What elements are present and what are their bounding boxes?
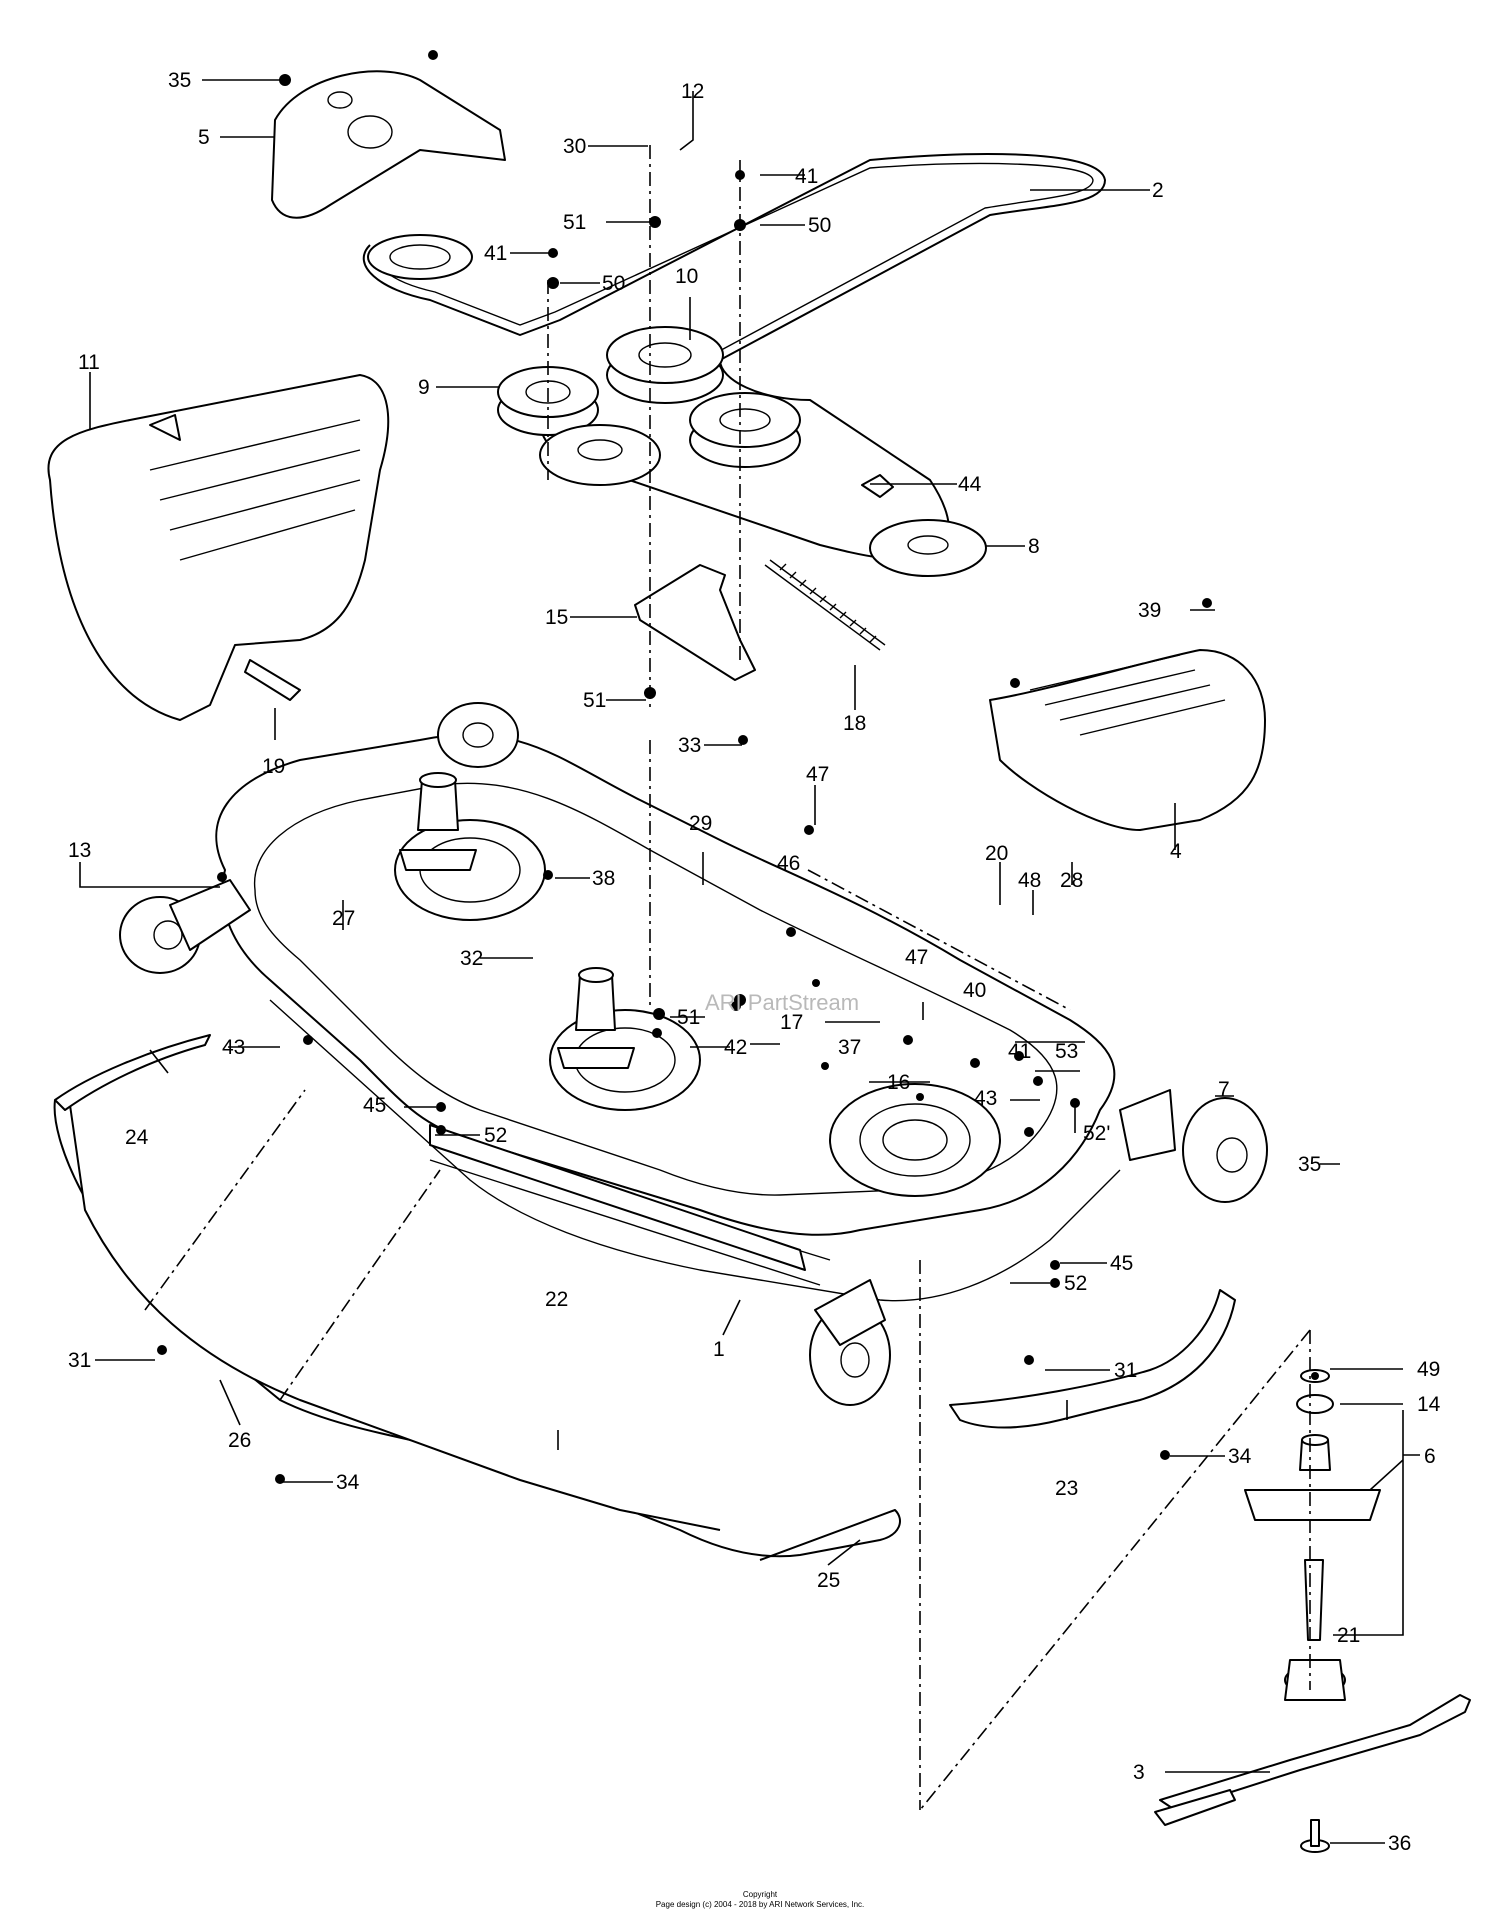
callout-21: 21 (1337, 1624, 1360, 1647)
callout-31a: 31 (68, 1349, 91, 1372)
baffle-23 (949, 1289, 1236, 1429)
callout-39: 39 (1138, 599, 1161, 622)
copyright-line-1: Copyright (743, 1890, 778, 1899)
callout-50b: 50 (602, 272, 625, 295)
callout-52a: 52 (484, 1124, 507, 1147)
callout-48: 48 (1018, 869, 1041, 892)
callout-44: 44 (958, 473, 982, 496)
callout-30: 30 (563, 135, 586, 158)
callout-2: 2 (1152, 179, 1164, 202)
callout-10: 10 (675, 265, 698, 288)
callout-4: 4 (1170, 840, 1182, 863)
pulley-lower-left (539, 424, 661, 486)
callout-36: 36 (1388, 1832, 1411, 1855)
hardware-fasteners (157, 50, 1319, 1484)
spindle-assembly-6 (1244, 1369, 1381, 1701)
callout-41b: 41 (484, 242, 507, 265)
callout-14: 14 (1417, 1393, 1441, 1416)
callout-53: 53 (1055, 1040, 1078, 1063)
callout-23: 23 (1055, 1477, 1078, 1500)
callout-43b: 43 (974, 1087, 997, 1110)
callout-24: 24 (125, 1126, 149, 1149)
front-gauge-wheel-bottom (809, 1279, 891, 1406)
callout-17: 17 (780, 1011, 803, 1034)
callout-49: 49 (1417, 1358, 1440, 1381)
callout-33: 33 (678, 734, 701, 757)
part-callouts: 35 5 30 12 41 2 51 50 41 50 10 9 11 44 8… (68, 69, 1441, 1855)
callout-12: 12 (681, 80, 704, 103)
rear-gauge-wheel-7 (1119, 1089, 1268, 1203)
callout-35a: 35 (168, 69, 191, 92)
blade-bolt-36 (1300, 1819, 1330, 1853)
callout-28: 28 (1060, 869, 1083, 892)
idler-arm-15 (634, 564, 756, 681)
callout-5: 5 (198, 126, 210, 149)
callout-45b: 45 (1110, 1252, 1133, 1275)
spring-19 (244, 659, 301, 701)
pulley-right-stack (689, 392, 801, 468)
belt-cover-11 (47, 374, 390, 721)
callout-40: 40 (963, 979, 986, 1002)
callout-52b: 52' (1083, 1122, 1110, 1145)
callout-41a: 41 (795, 165, 818, 188)
callout-31b: 31 (1114, 1359, 1137, 1382)
callout-34b: 34 (1228, 1445, 1252, 1468)
callout-16: 16 (887, 1071, 910, 1094)
leader-lines (79, 79, 1420, 1844)
callout-41c: 41 (1008, 1040, 1031, 1063)
callout-9: 9 (418, 376, 430, 399)
baffle-front-26 (53, 1099, 901, 1561)
front-gauge-wheel-left (437, 702, 519, 768)
drive-belt (362, 153, 1106, 561)
callout-19: 19 (262, 755, 285, 778)
watermark: ARI PartStream (705, 990, 859, 1015)
callout-26: 26 (228, 1429, 251, 1452)
callout-3: 3 (1133, 1761, 1145, 1784)
callout-50a: 50 (808, 214, 831, 237)
alignment-lines (144, 145, 1311, 1811)
callout-29: 29 (689, 812, 712, 835)
callout-25: 25 (817, 1569, 840, 1592)
spring-18 (764, 559, 886, 651)
callout-47a: 47 (806, 763, 829, 786)
callout-37: 37 (838, 1036, 861, 1059)
baffle-22 (429, 1124, 806, 1271)
callout-42: 42 (724, 1036, 747, 1059)
callout-52c: 52 (1064, 1272, 1087, 1295)
callout-15: 15 (545, 606, 568, 629)
callout-6: 6 (1424, 1445, 1436, 1468)
pulley-10 (606, 326, 724, 404)
callout-13: 13 (68, 839, 91, 862)
idler-pulley-top-left (367, 234, 473, 280)
callout-32: 32 (460, 947, 483, 970)
callout-47b: 47 (905, 946, 928, 969)
callout-35b: 35 (1298, 1153, 1321, 1176)
copyright-line-2: Page design (c) 2004 - 2018 by ARI Netwo… (656, 1900, 865, 1909)
callout-11: 11 (78, 351, 100, 374)
callout-45a: 45 (363, 1094, 386, 1117)
callout-20: 20 (985, 842, 1008, 865)
callout-7: 7 (1218, 1078, 1230, 1101)
belt-cover-5 (271, 70, 506, 219)
callout-51a: 51 (563, 211, 586, 234)
baffle-24 (54, 1034, 211, 1111)
callout-38: 38 (592, 867, 615, 890)
callout-1: 1 (713, 1338, 725, 1361)
deck-spindle-center (557, 967, 635, 1069)
deck-spindle-left (399, 772, 477, 871)
callout-51b: 51 (583, 689, 606, 712)
belt-cover-4 (989, 649, 1266, 831)
callout-51c: 51 (677, 1006, 700, 1029)
callout-22: 22 (545, 1288, 568, 1311)
blade-3 (1154, 1694, 1471, 1826)
callout-43a: 43 (222, 1036, 245, 1059)
callout-34a: 34 (336, 1471, 360, 1494)
pulley-8 (861, 474, 987, 577)
callout-46: 46 (777, 852, 800, 875)
callout-27: 27 (332, 907, 355, 930)
callout-8: 8 (1028, 535, 1040, 558)
front-gauge-wheel-outer-left (119, 879, 251, 974)
callout-18: 18 (843, 712, 866, 735)
